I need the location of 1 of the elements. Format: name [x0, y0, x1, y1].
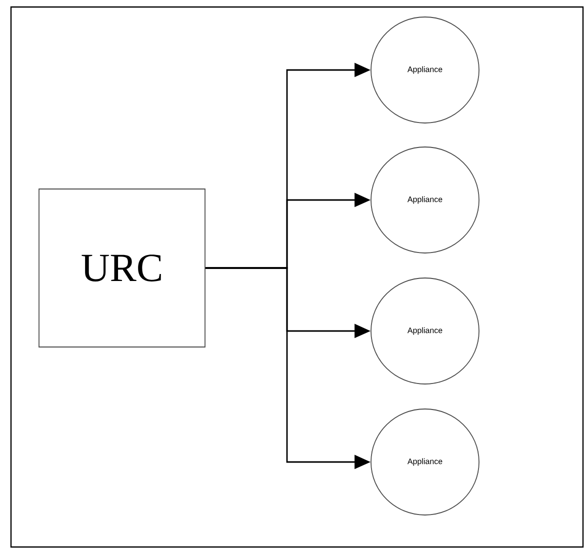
urc-box: URC [38, 188, 206, 348]
